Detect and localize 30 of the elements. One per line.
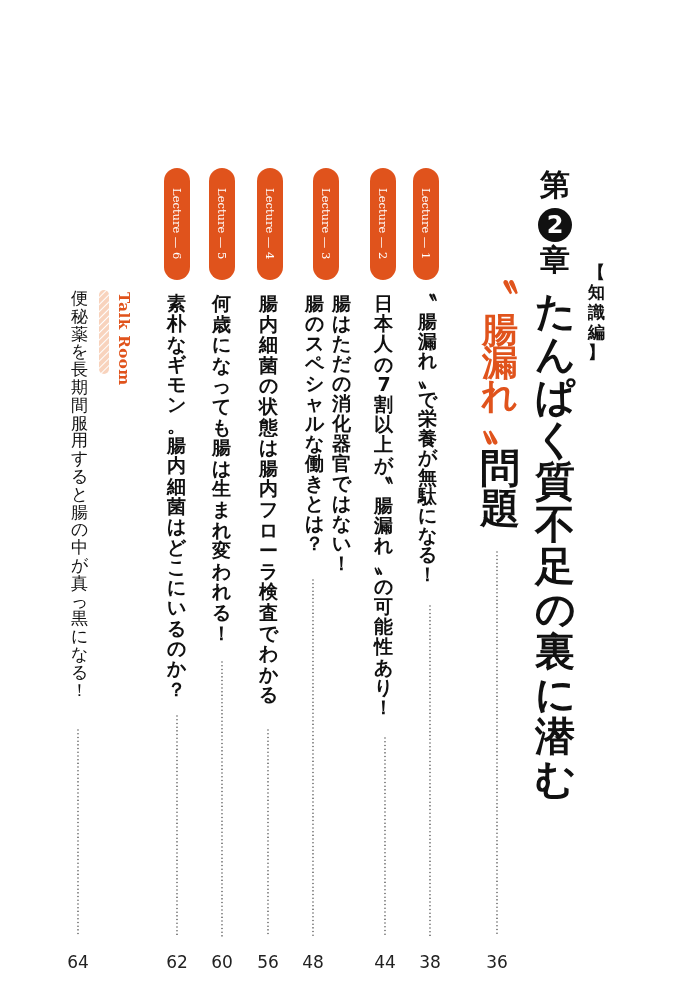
page-number: 38 <box>419 954 441 971</box>
lecture-tag: Lecture — 2 <box>370 168 396 280</box>
page-number: 48 <box>302 954 324 971</box>
lecture-tag: Lecture — 4 <box>257 168 283 280</box>
lecture-tag: Lecture — 3 <box>313 168 339 280</box>
section-label: Talk Room <box>115 292 131 386</box>
section-label: 【知識編】 <box>586 262 607 362</box>
page-number: 56 <box>257 954 279 971</box>
page-number: 60 <box>211 954 233 971</box>
chapter-title: 〝腸漏れ〟 <box>480 280 520 445</box>
lecture-tag: Lecture — 5 <box>209 168 235 280</box>
chapter-number: 2 <box>538 208 572 242</box>
lecture-title: 〝腸漏れ〟で栄養が無駄になる！ <box>416 293 439 585</box>
chapter-label: 第 <box>539 170 571 200</box>
lecture-title: 腸内細菌の状態は腸内フローラ検査でわかる <box>257 293 280 705</box>
chapter-title: 問題 <box>479 448 521 528</box>
page-number: 36 <box>486 954 508 971</box>
page-number: 44 <box>374 954 396 971</box>
lecture-tag: Lecture — 6 <box>164 168 190 280</box>
lecture-title: 腸はただの消化器官ではない！ <box>330 293 353 573</box>
chapter-label: 章 <box>539 245 571 275</box>
page-number: 62 <box>166 954 188 971</box>
chapter-title: たんぱく質不足の裏に潜む <box>533 290 577 800</box>
lecture-title: 何歳になっても腸は生まれ変われる！ <box>210 293 233 644</box>
page-number: 64 <box>67 954 89 971</box>
lecture-title: 素朴なギモン。腸内細菌はどこにいるのか？ <box>165 293 188 699</box>
talk-title: 便秘薬を長期間服用すると腸の中が真っ黒になる！ <box>70 290 90 700</box>
lecture-tag: Lecture — 1 <box>413 168 439 280</box>
lecture-title: 日本人の7割以上が〝腸漏れ〟の可能性あり！ <box>372 293 395 718</box>
lecture-title: 腸のスペシャルな働きとは？ <box>303 293 326 553</box>
